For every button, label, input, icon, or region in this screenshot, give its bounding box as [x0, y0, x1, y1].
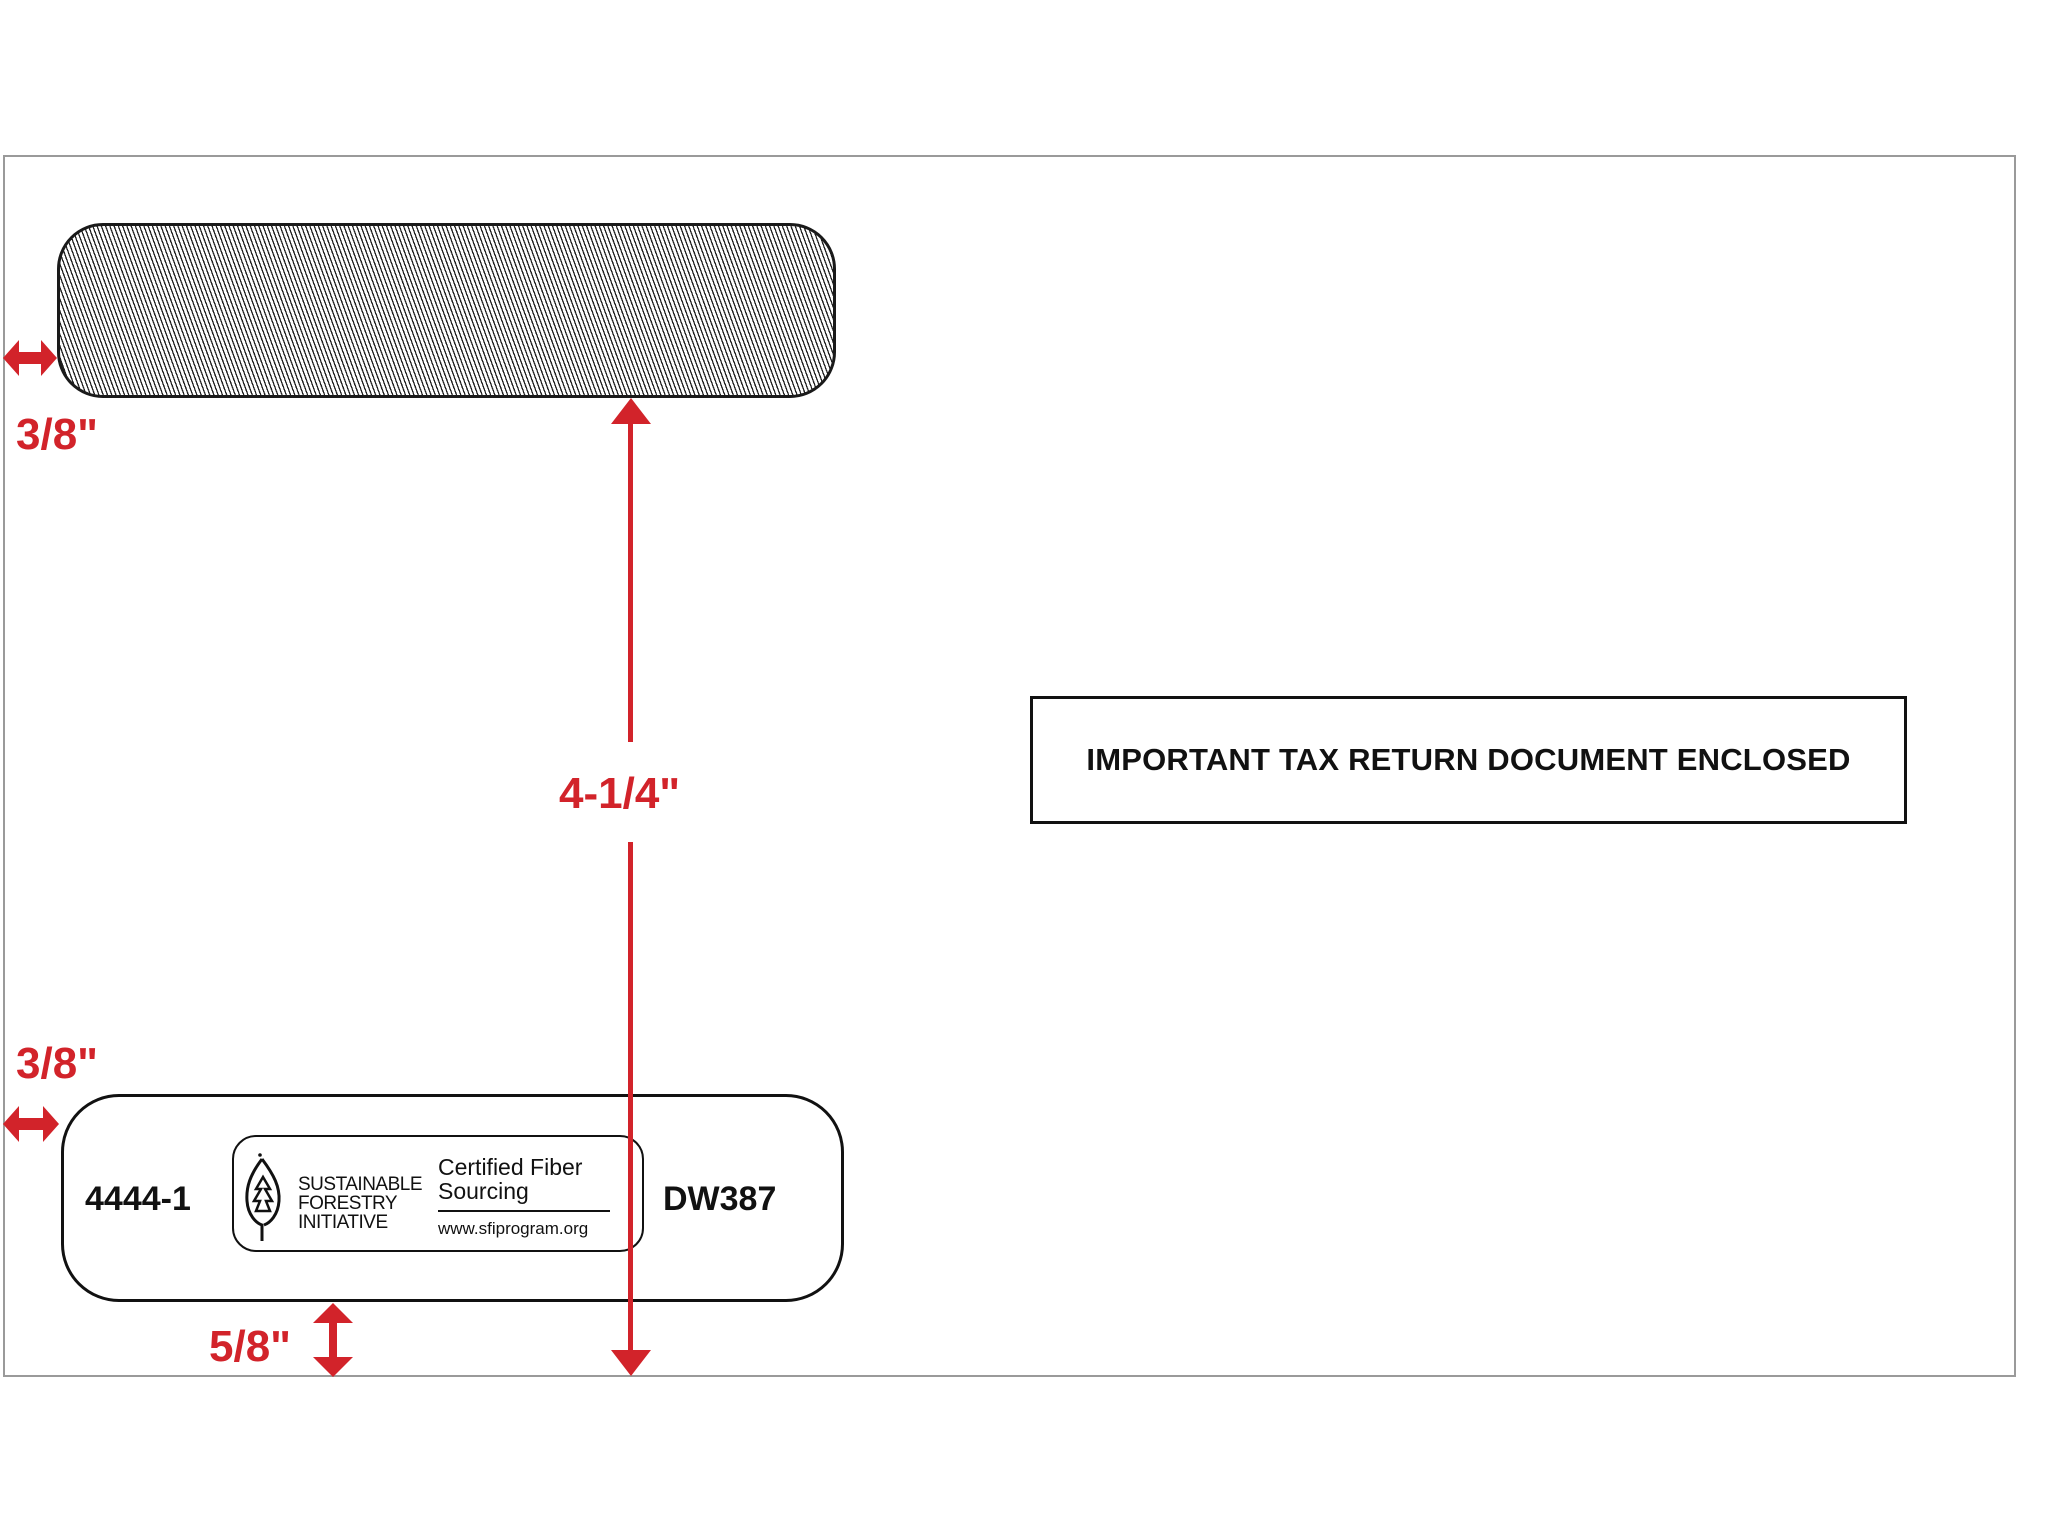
horizontal-double-arrow-icon [3, 340, 57, 376]
sfi-name-line1: SUSTAINABLE [298, 1174, 423, 1195]
bottom-window-left-margin-label: 3/8" [16, 1039, 99, 1088]
bottom-margin-label: 5/8" [209, 1322, 292, 1371]
horizontal-double-arrow-icon [3, 1106, 59, 1142]
tree-leaf-icon [245, 1153, 281, 1241]
up-arrowhead-icon [611, 398, 651, 424]
sfi-divider [438, 1210, 610, 1212]
sfi-name-line3: INITIATIVE [298, 1212, 388, 1233]
sfi-url: www.sfiprogram.org [438, 1219, 589, 1238]
sfi-cert-line1: Certified Fiber [438, 1154, 583, 1180]
tax-notice-text: IMPORTANT TAX RETURN DOCUMENT ENCLOSED [1086, 742, 1851, 777]
top-window-left-margin-label: 3/8" [16, 410, 99, 459]
vertical-dimension-label: 4-1/4" [559, 769, 681, 818]
product-code-right: DW387 [663, 1180, 777, 1218]
tax-notice-box: IMPORTANT TAX RETURN DOCUMENT ENCLOSED [1030, 696, 1907, 824]
envelope-outline [3, 155, 2016, 1377]
vertical-double-arrow-icon [313, 1303, 353, 1377]
dimension-line-lower [628, 842, 633, 1352]
product-code-left: 4444-1 [85, 1180, 191, 1218]
down-arrowhead-icon [611, 1350, 651, 1376]
top-address-window [57, 223, 836, 398]
sfi-name: SUSTAINABLE FORESTRY INITIATIVE [298, 1174, 423, 1233]
sfi-name-line2: FORESTRY [298, 1193, 398, 1214]
sfi-certification: Certified Fiber Sourcing [438, 1155, 582, 1203]
sfi-cert-line2: Sourcing [438, 1178, 529, 1204]
sfi-logo-box: SUSTAINABLE FORESTRY INITIATIVE Certifie… [232, 1135, 644, 1252]
dimension-line-upper [628, 420, 633, 742]
